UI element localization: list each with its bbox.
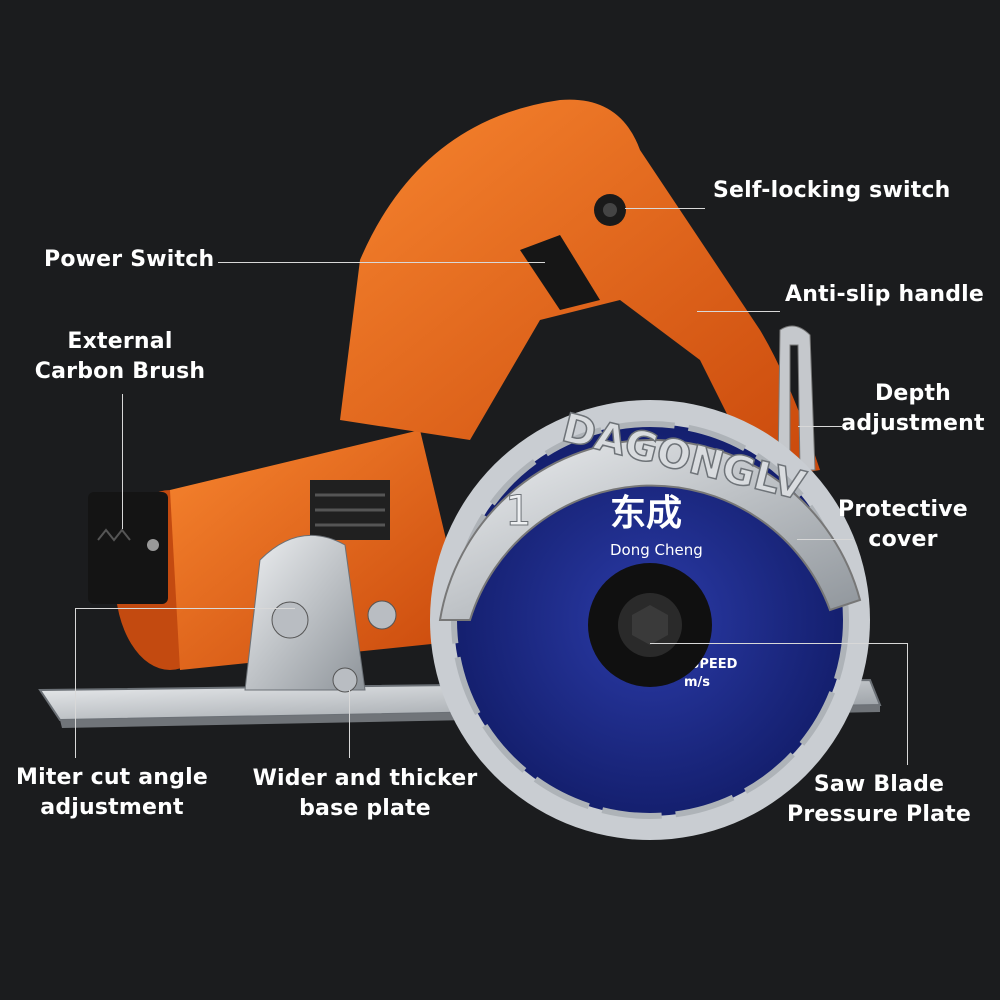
blade-brand-en: Dong Cheng [610,541,703,559]
label-line: adjustment [841,411,985,436]
blade-pressure-plate [588,563,712,687]
leader-miter-cut-v [75,608,76,758]
miter-bracket [244,534,397,693]
leader-power-switch [218,262,545,263]
label-line: Saw Blade [813,772,945,797]
leader-pressure-plate-h [650,643,908,644]
label-line: cover [868,527,938,552]
label-line: Miter cut angle [16,765,208,790]
blade-speed-text: SPEED [690,657,738,672]
blade-unit-text: m/s [684,675,710,690]
label-line: Protective [838,497,968,522]
handle [340,99,820,480]
leader-depth-adjustment [798,426,842,427]
power-switch-trigger [520,235,600,310]
leader-anti-slip-handle [697,311,780,312]
label-power-switch: Power Switch [44,247,215,272]
leader-self-locking-switch [625,208,705,209]
label-external-carbon-brush: External Carbon Brush [20,327,220,387]
label-line: External [67,329,173,354]
blade-brand-cn: 东成 [610,492,682,534]
label-miter-cut-angle: Miter cut angle adjustment [12,763,212,823]
label-line: adjustment [40,795,184,820]
label-line: Wider and thicker [252,766,478,791]
depth-adjustment-rod [777,325,816,471]
label-self-locking-switch: Self-locking switch [713,178,951,203]
label-line: Pressure Plate [787,802,971,827]
label-line: Depth [874,381,952,406]
label-anti-slip-handle: Anti-slip handle [785,282,985,307]
carbon-brush-cap [88,492,168,604]
label-protective-cover: Protective cover [833,495,973,555]
label-line: Carbon Brush [34,359,206,384]
leader-carbon-brush [122,394,123,529]
guard-number-text: 1 [505,486,532,535]
leader-protective-cover [797,539,853,540]
label-base-plate: Wider and thicker base plate [250,764,480,824]
leader-base-plate [349,690,350,758]
leader-pressure-plate-v [907,643,908,765]
label-saw-blade-pressure-plate: Saw Blade Pressure Plate [784,770,974,830]
label-depth-adjustment: Depth adjustment [838,379,988,439]
label-line: base plate [299,796,431,821]
leader-miter-cut-h [75,608,295,609]
